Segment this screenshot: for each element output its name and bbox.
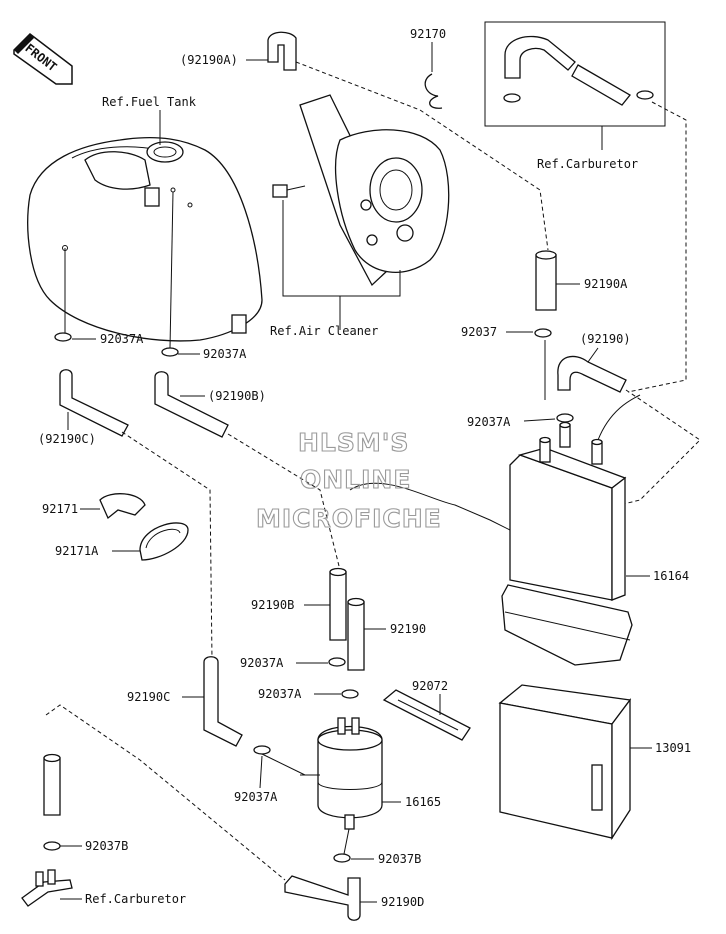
ref-air-cleaner-label: Ref.Air Cleaner (270, 324, 378, 338)
label-92190b: 92190B (251, 598, 294, 612)
label-92190a-top: (92190A) (180, 53, 238, 67)
label-16164: 16164 (653, 569, 689, 583)
label-92037a-canister: 92037A (467, 415, 511, 429)
fuel-filter-drawing (300, 717, 383, 830)
label-92072: 92072 (412, 679, 448, 693)
label-92190b-paren: (92190B) (208, 389, 266, 403)
air-cleaner-drawing (272, 94, 450, 287)
ref-carburetor-bottom-label: Ref.Carburetor (85, 892, 186, 906)
label-92037a-filter: 92037A (234, 790, 278, 804)
label-13091: 13091 (655, 741, 691, 755)
label-92171a: 92171A (55, 544, 99, 558)
label-92037a-left2: 92037A (203, 347, 247, 361)
label-92190c-paren: (92190C) (38, 432, 96, 446)
label-92037a-left1: 92037A (100, 332, 144, 346)
label-92037-right: 92037 (461, 325, 497, 339)
watermark: HLSM'S ONLINE MICROFICHE (255, 427, 442, 533)
canister-drawing (501, 421, 633, 666)
label-16165: 16165 (405, 795, 441, 809)
label-92190d: 92190D (381, 895, 424, 909)
label-92037a-mid1: 92037A (240, 656, 284, 670)
label-92037b-right: 92037B (378, 852, 421, 866)
label-92190: 92190 (390, 622, 426, 636)
label-92037b-left: 92037B (85, 839, 128, 853)
ref-fuel-tank-label: Ref.Fuel Tank (102, 95, 197, 109)
watermark-line-1: HLSM'S (298, 428, 409, 457)
label-92037a-mid2: 92037A (258, 687, 302, 701)
canister-case-drawing (498, 684, 632, 841)
label-92170: 92170 (410, 27, 446, 41)
label-92171: 92171 (42, 502, 78, 516)
front-arrow-icon: FRONT (13, 33, 73, 85)
label-92190a-right: 92190A (584, 277, 628, 291)
watermark-line-2: ONLINE (300, 465, 411, 494)
t-fitting-drawing (21, 869, 73, 907)
ref-carburetor-top-label: Ref.Carburetor (537, 157, 638, 171)
watermark-line-3: MICROFICHE (256, 504, 442, 533)
fuel-tank-drawing (27, 136, 263, 342)
label-92190-paren: (92190) (580, 332, 631, 346)
label-92190c: 92190C (127, 690, 170, 704)
